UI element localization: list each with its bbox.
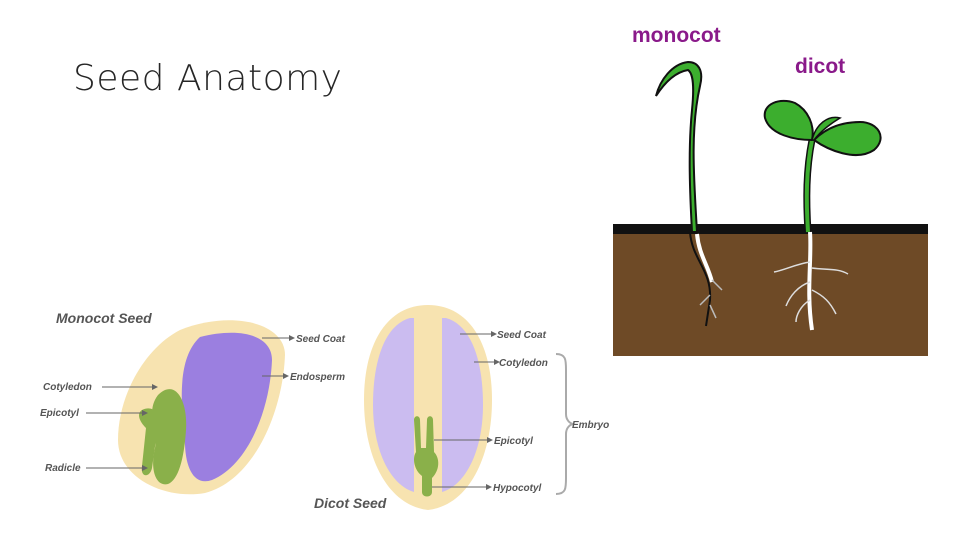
soil-surface xyxy=(613,224,928,234)
slide-title: Seed Anatomy xyxy=(73,58,343,99)
dicot-label-seed-coat: Seed Coat xyxy=(497,330,547,341)
dicot-label-cotyledon: Cotyledon xyxy=(499,358,548,369)
monocot-label-epicotyl: Epicotyl xyxy=(40,408,79,419)
dicot-seedling-label: dicot xyxy=(795,55,845,78)
embryo-bracket xyxy=(555,353,575,495)
dicot-label-hypocotyl: Hypocotyl xyxy=(493,483,542,494)
dicot-seed-header: Dicot Seed xyxy=(314,495,387,511)
monocot-cotyledon-shape xyxy=(152,389,187,485)
dicot-cotyledon-right xyxy=(442,318,483,492)
monocot-embryo-axis xyxy=(139,408,159,476)
dicot-seedling xyxy=(763,99,882,331)
dicot-label-epicotyl: Epicotyl xyxy=(494,436,533,447)
monocot-seed-figure: Monocot Seed Cotyledon Epicotyl Radicle … xyxy=(40,310,346,495)
dicot-embryo xyxy=(414,416,439,497)
dicot-label-embryo: Embryo xyxy=(572,420,609,431)
monocot-label-cotyledon: Cotyledon xyxy=(43,382,92,393)
monocot-seedling xyxy=(655,60,723,327)
monocot-seedling-label: monocot xyxy=(632,24,721,47)
monocot-label-endosperm: Endosperm xyxy=(290,372,345,383)
monocot-seed-header: Monocot Seed xyxy=(56,310,152,326)
soil xyxy=(613,230,928,356)
seedlings-figure: monocot dicot xyxy=(613,24,928,356)
dicot-leaf-right xyxy=(812,120,882,156)
monocot-endosperm xyxy=(181,332,272,482)
dicot-cotyledon-left xyxy=(373,318,414,492)
dicot-seed-figure: Dicot Seed Seed Coat Cotyledon Embryo Ep… xyxy=(314,305,609,511)
dicot-leaf-left xyxy=(763,99,814,142)
monocot-label-radicle: Radicle xyxy=(45,463,81,474)
monocot-label-seed-coat: Seed Coat xyxy=(296,334,346,345)
